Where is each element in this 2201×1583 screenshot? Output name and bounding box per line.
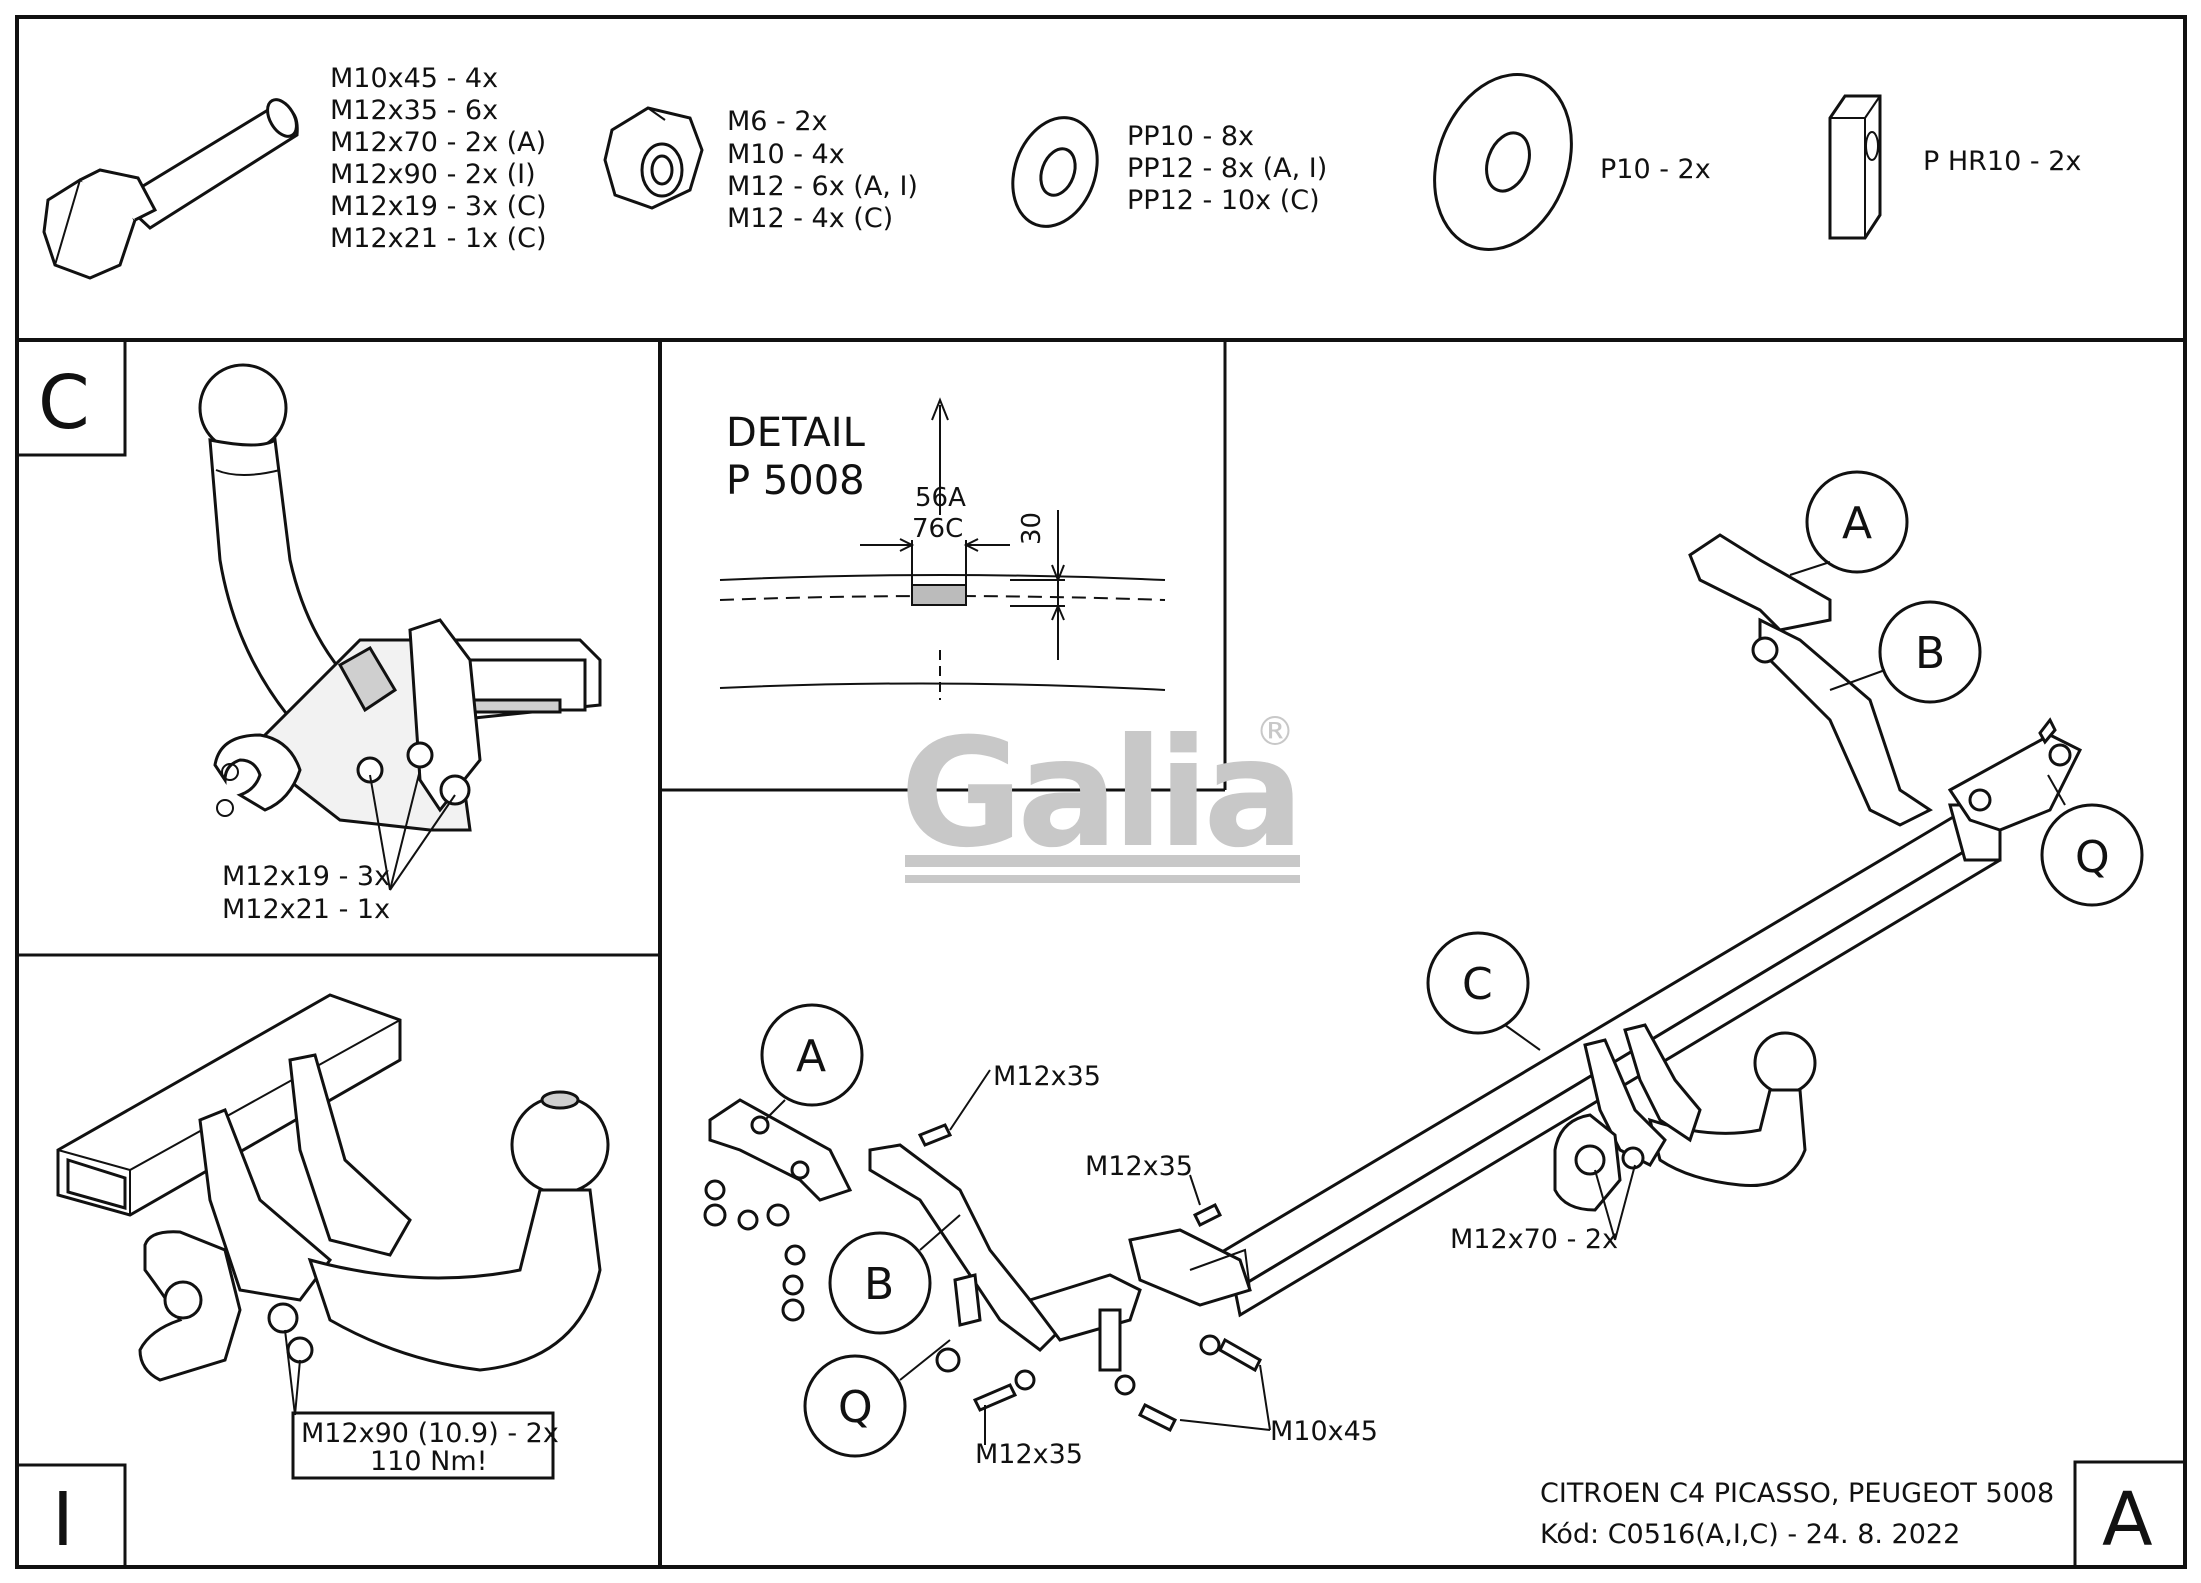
callout-a-top: A xyxy=(1842,498,1872,549)
bolt-drawing xyxy=(42,98,299,280)
detail-p5008: DETAIL P 5008 56A 76C 30 xyxy=(719,397,1166,700)
drawing-frame xyxy=(15,15,2187,1569)
spring-washer-labels: PP10 - 8x PP12 - 8x (A, I) PP12 - 10x (C… xyxy=(1127,121,1327,216)
panel-c: C M12x19 - 3x M12x21 - 1x xyxy=(15,338,602,925)
watermark-text: Galia xyxy=(900,707,1298,881)
panel-c-letter: C xyxy=(38,360,90,446)
nut-drawing xyxy=(603,106,704,210)
bolt-label-m10x45: M10x45 xyxy=(1270,1416,1378,1447)
detail-title-line2: P 5008 xyxy=(726,458,865,504)
detail-dim-side: 30 xyxy=(1017,512,1047,545)
callout-q-left: Q xyxy=(838,1382,873,1433)
panel-i: I M12x90 (10.9) - 2x 110 Nm! xyxy=(15,993,610,1569)
nut-label-4: M12 - 4x (C) xyxy=(727,203,893,234)
nut-label-1: M6 - 2x xyxy=(727,106,828,137)
callout-a-left: A xyxy=(796,1031,826,1082)
spring-washer-label-2: PP12 - 8x (A, I) xyxy=(1127,153,1327,184)
bolt-label-4: M12x90 - 2x (I) xyxy=(330,159,536,190)
bolt-label-m12x35-c: M12x35 xyxy=(975,1439,1083,1470)
plate-drawing xyxy=(1828,94,1882,240)
tow-ball-i xyxy=(510,1095,610,1195)
callout-b-left: B xyxy=(864,1259,894,1310)
bolt-label-m12x70: M12x70 - 2x xyxy=(1450,1224,1618,1255)
galia-watermark: Galia ® xyxy=(900,707,1304,883)
callout-c-mid: C xyxy=(1462,959,1493,1010)
callout-q-right: Q xyxy=(2075,832,2110,883)
torque-note-line2: 110 Nm! xyxy=(370,1446,487,1477)
flat-washer-label: P10 - 2x xyxy=(1600,154,1711,185)
nut-label-2: M10 - 4x xyxy=(727,139,845,170)
bolt-label-m12x35-a: M12x35 xyxy=(993,1061,1101,1092)
plate-label: P HR10 - 2x xyxy=(1923,146,2081,177)
panel-c-label-1: M12x19 - 3x xyxy=(222,861,390,892)
bolt-label-3: M12x70 - 2x (A) xyxy=(330,127,546,158)
sheet-letter-box: A xyxy=(2073,1460,2187,1569)
nut-labels: M6 - 2x M10 - 4x M12 - 6x (A, I) M12 - 4… xyxy=(727,106,918,234)
bolt-label-2: M12x35 - 6x xyxy=(330,95,498,126)
panel-c-label-2: M12x21 - 1x xyxy=(222,894,390,925)
bolt-label-5: M12x19 - 3x (C) xyxy=(330,191,547,222)
watermark-registered: ® xyxy=(1255,709,1295,755)
bolt-labels: M10x45 - 4x M12x35 - 6x M12x70 - 2x (A) … xyxy=(330,63,547,254)
sheet-letter: A xyxy=(2102,1477,2153,1563)
product-code: Kód: C0516(A,I,C) - 24. 8. 2022 xyxy=(1540,1519,1960,1550)
spring-washer-label-1: PP10 - 8x xyxy=(1127,121,1254,152)
detail-title-line1: DETAIL xyxy=(726,410,866,456)
torque-note-line1: M12x90 (10.9) - 2x xyxy=(301,1418,559,1449)
panel-i-letter: I xyxy=(52,1477,74,1563)
torque-note-box xyxy=(291,1411,555,1480)
bolt-label-m12x35-b: M12x35 xyxy=(1085,1151,1193,1182)
tow-ball-c xyxy=(198,363,288,453)
spring-washer-label-3: PP12 - 10x (C) xyxy=(1127,185,1320,216)
detail-dim-bottom: 76C xyxy=(912,514,963,544)
detail-dim-top: 56A xyxy=(915,483,966,513)
vehicle-title: CITROEN C4 PICASSO, PEUGEOT 5008 xyxy=(1540,1478,2054,1509)
bolt-label-6: M12x21 - 1x (C) xyxy=(330,223,547,254)
flat-washer-drawing xyxy=(1433,73,1573,251)
spring-washer-drawing xyxy=(1011,116,1099,228)
tow-ball-main xyxy=(1753,1031,1817,1095)
main-assembly: A B Q C A B Q M12x35 M12x35 M12x35 M10x4… xyxy=(703,470,2144,1470)
bolt-label-1: M10x45 - 4x xyxy=(330,63,498,94)
callout-b-top: B xyxy=(1915,628,1945,679)
nut-label-3: M12 - 6x (A, I) xyxy=(727,171,918,202)
